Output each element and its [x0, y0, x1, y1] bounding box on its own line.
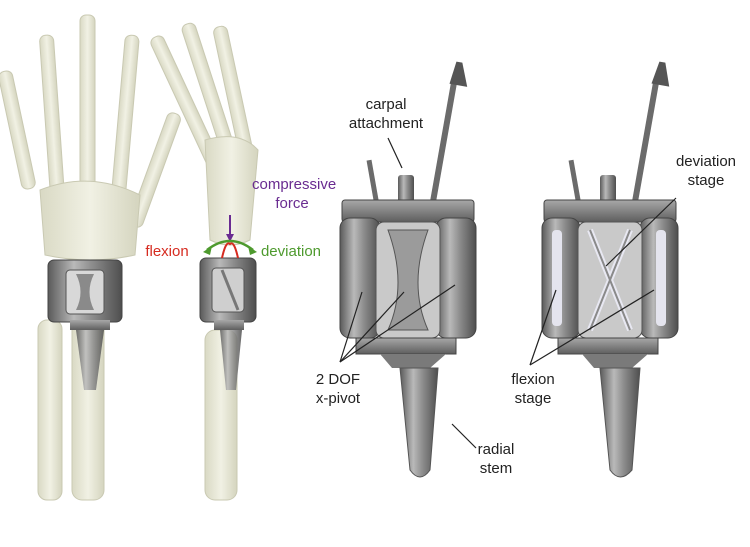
leader-lines [339, 137, 677, 449]
label-line: flexion [511, 371, 555, 388]
label-line: radial [477, 441, 515, 458]
leader-deviation-stage [605, 197, 677, 267]
deviation-arc-arrowhead-left [203, 246, 212, 255]
label-deviation: deviation [254, 242, 328, 261]
label-line: force [275, 195, 309, 212]
label-line: stem [479, 460, 513, 477]
label-flexion-stage: flexion stage [498, 370, 568, 408]
leader-pivot-3 [339, 284, 456, 363]
hand-skeleton-front [0, 14, 181, 501]
implant-detail-left [339, 61, 477, 478]
label-line: carpal [365, 96, 407, 113]
leader-pivot-1 [339, 291, 363, 363]
flexion-arc [221, 242, 239, 259]
label-line: stage [514, 390, 552, 407]
deviation-arc-arrowhead-right [248, 246, 257, 255]
label-line: 2 DOF [315, 371, 361, 388]
label-line: flexion [145, 243, 189, 260]
label-compressive-force: compressive force [252, 175, 337, 213]
label-2dof-x-pivot: 2 DOF x-pivot [300, 370, 376, 408]
leader-flexion-stage-1 [529, 289, 557, 366]
label-carpal-attachment: carpal attachment [338, 95, 434, 133]
implant-detail-right [541, 61, 679, 478]
leader-radial-stem [451, 423, 477, 449]
label-radial-stem: radial stem [464, 440, 528, 478]
implant-side [199, 257, 257, 390]
label-line: attachment [348, 115, 424, 132]
leader-flexion-stage-2 [529, 289, 655, 366]
label-deviation-stage: deviation stage [668, 152, 744, 190]
label-line: x-pivot [315, 390, 361, 407]
label-line: stage [687, 172, 725, 189]
label-line: compressive [252, 176, 337, 193]
implant-front [47, 259, 123, 390]
label-line: deviation [675, 153, 737, 170]
label-flexion: flexion [139, 242, 195, 261]
compressive-force-arrowhead [226, 234, 234, 242]
label-line: deviation [260, 243, 322, 260]
leader-carpal-attachment [387, 137, 403, 169]
leader-pivot-2 [339, 291, 405, 363]
